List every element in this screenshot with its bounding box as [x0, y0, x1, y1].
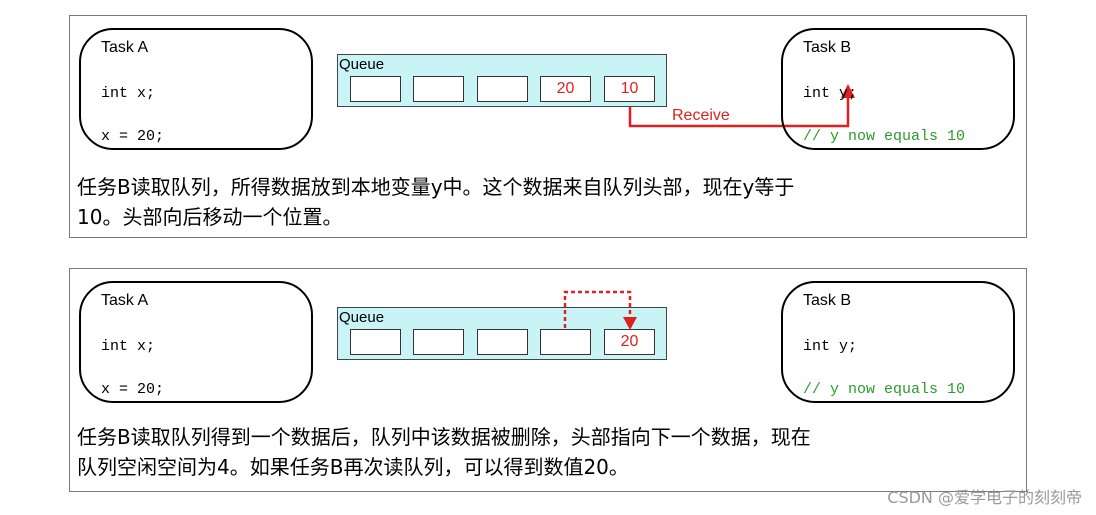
- task-b-declaration: int y;: [803, 338, 858, 355]
- task-a-box: Task A int x; x = 20;: [79, 281, 313, 403]
- task-a-title: Task A: [101, 39, 149, 56]
- task-a-declaration: int x;: [101, 338, 156, 355]
- task-a-assignment: x = 20;: [101, 128, 165, 145]
- queue-cell: [540, 329, 591, 355]
- queue-cell: [413, 329, 464, 355]
- description-line: 队列空闲空间为4。如果任务B再次读队列，可以得到数值20。: [77, 455, 629, 479]
- queue-cell: [350, 76, 401, 102]
- queue-cell: 20: [604, 329, 655, 355]
- queue-box: Queue 20: [337, 307, 667, 360]
- task-a-assignment: x = 20;: [101, 381, 165, 398]
- task-b-box: Task B int y; // y now equals 10: [781, 28, 1015, 150]
- task-b-title: Task B: [803, 292, 852, 309]
- description-line: 任务B读取队列得到一个数据后，队列中该数据被删除，头部指向下一个数据，现在: [77, 425, 811, 449]
- diagram-panel-receive: Task A int x; x = 20; Queue 20 10 Receiv…: [69, 15, 1027, 238]
- diagram-panel-after-receive: Task A int x; x = 20; Queue 20 Task B in…: [69, 268, 1027, 492]
- queue-cell: [477, 76, 528, 102]
- receive-label: Receive: [672, 107, 730, 124]
- queue-cell: 10: [604, 76, 655, 102]
- task-b-declaration: int y;: [803, 85, 858, 102]
- task-b-title: Task B: [803, 39, 852, 56]
- task-b-comment: // y now equals 10: [803, 128, 966, 145]
- queue-label: Queue: [339, 56, 385, 73]
- watermark-text: CSDN @爱学电子的刻刻帝: [887, 488, 1082, 507]
- task-a-box: Task A int x; x = 20;: [79, 28, 313, 150]
- queue-cell: [413, 76, 464, 102]
- queue-cell: [350, 329, 401, 355]
- task-a-title: Task A: [101, 292, 149, 309]
- queue-cell: 20: [540, 76, 591, 102]
- panel-description: 任务B读取队列得到一个数据后，队列中该数据被删除，头部指向下一个数据，现在 队列…: [77, 422, 811, 482]
- panel-description: 任务B读取队列，所得数据放到本地变量y中。这个数据来自队列头部，现在y等于 10…: [77, 172, 794, 232]
- task-b-comment: // y now equals 10: [803, 381, 966, 398]
- queue-label: Queue: [339, 309, 385, 326]
- description-line: 任务B读取队列，所得数据放到本地变量y中。这个数据来自队列头部，现在y等于: [77, 175, 795, 199]
- task-a-declaration: int x;: [101, 85, 156, 102]
- receive-arrow: [628, 84, 855, 128]
- description-line: 10。头部向后移动一个位置。: [77, 205, 343, 229]
- queue-box: Queue 20 10: [337, 54, 667, 107]
- shift-arrow: [563, 290, 637, 330]
- task-b-box: Task B int y; // y now equals 10: [781, 281, 1015, 403]
- queue-cell: [477, 329, 528, 355]
